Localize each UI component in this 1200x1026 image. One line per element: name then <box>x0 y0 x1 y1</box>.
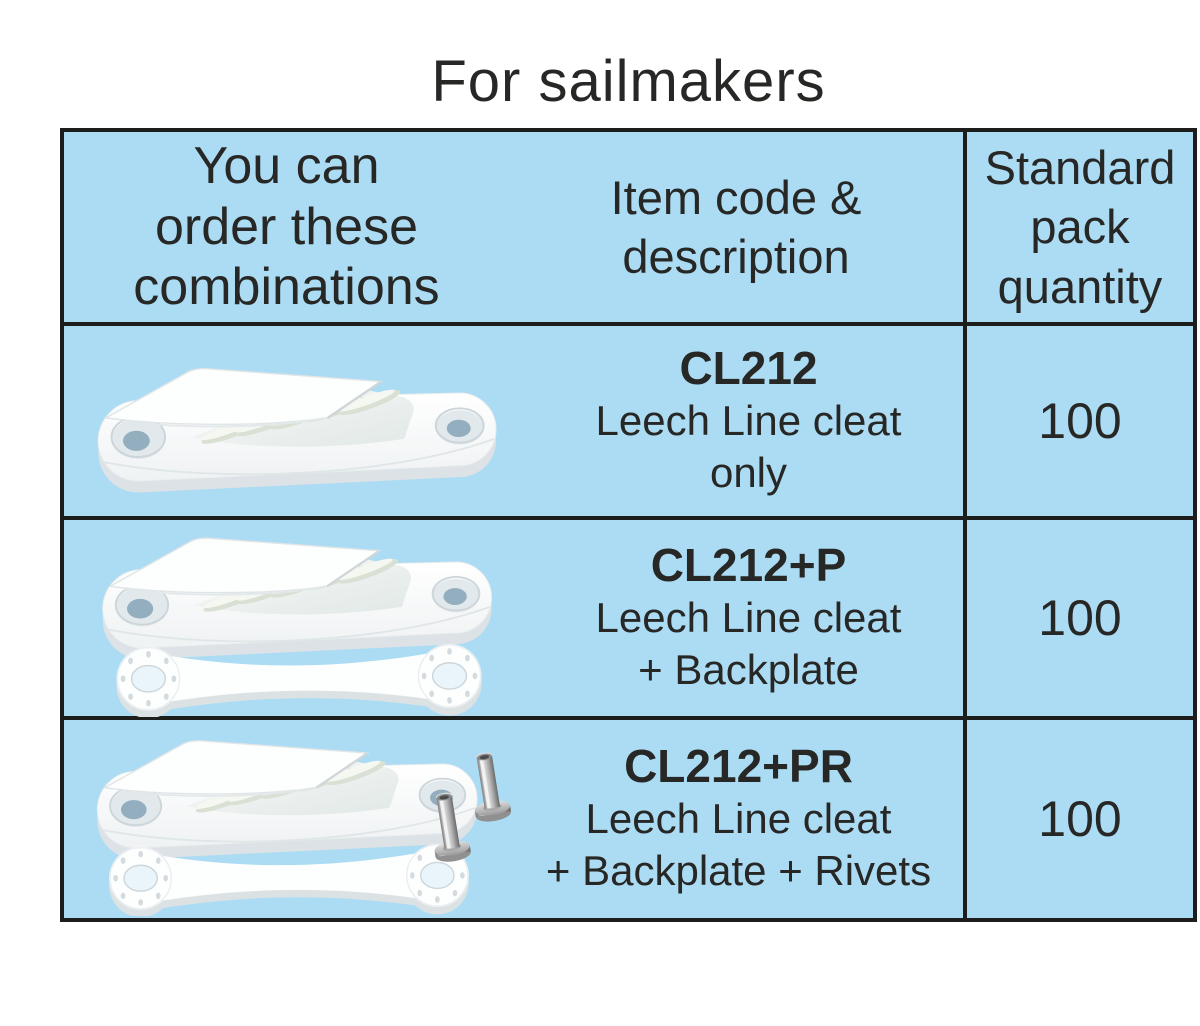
pack-qty-cell: 100 <box>967 326 1193 520</box>
item-code: CL212+PR <box>624 740 853 793</box>
backplate-image <box>115 643 483 717</box>
item-description: Leech Line cleat + Backplate + Rivets <box>545 794 932 894</box>
item-description: Leech Line cleat only <box>595 396 902 496</box>
item-code: CL212 <box>679 342 818 395</box>
leech-line-cleat-image <box>96 367 498 493</box>
header-item-code-label: Item code & description <box>610 170 862 283</box>
pack-quantity-value: 100 <box>1038 393 1122 449</box>
pack-qty-cell: 100 <box>967 520 1193 720</box>
table-header-qty-cell: Standard pack quantity <box>967 132 1193 326</box>
header-qty-label: Standard pack quantity <box>984 141 1176 313</box>
pack-quantity-value: 100 <box>1038 590 1122 646</box>
header-combinations-label: You can order these combinations <box>133 136 440 317</box>
table-row: CL212 Leech Line cleat only <box>64 326 967 520</box>
product-image-cl212 <box>64 349 534 493</box>
pack-qty-cell: 100 <box>967 720 1193 918</box>
product-image-cl212pr <box>64 722 514 916</box>
item-text: CL212 Leech Line cleat only <box>534 343 963 499</box>
product-image-cl212p <box>64 519 534 717</box>
page-title: For sailmakers <box>431 49 826 114</box>
table-row: CL212+PR Leech Line cleat + Backplate + … <box>64 720 967 918</box>
pack-quantity-value: 100 <box>1038 791 1122 847</box>
table-header-wide-cell: You can order these combinations Item co… <box>64 132 967 326</box>
product-table: You can order these combinations Item co… <box>60 128 1197 922</box>
item-code: CL212+P <box>650 539 847 592</box>
item-text: CL212+PR Leech Line cleat + Backplate + … <box>514 741 963 897</box>
item-description: Leech Line cleat + Backplate <box>595 593 902 693</box>
rivets-image <box>425 750 513 865</box>
item-text: CL212+P Leech Line cleat + Backplate <box>534 540 963 696</box>
table-row: CL212+P Leech Line cleat + Backplate <box>64 520 967 720</box>
leech-line-cleat-image <box>101 537 493 660</box>
